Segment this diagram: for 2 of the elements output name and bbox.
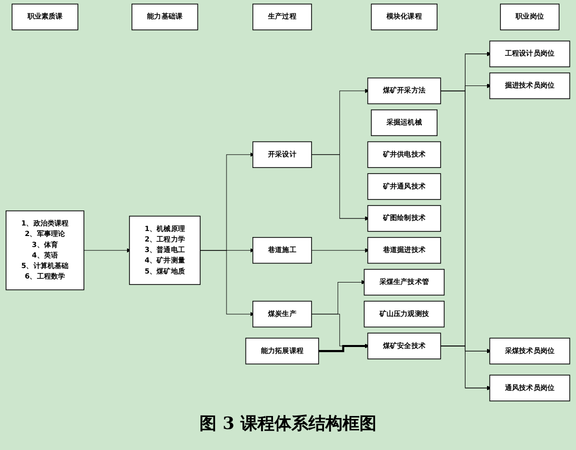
caption: 图 3 课程体系结构框图 xyxy=(200,414,376,434)
arrow xyxy=(84,248,132,253)
